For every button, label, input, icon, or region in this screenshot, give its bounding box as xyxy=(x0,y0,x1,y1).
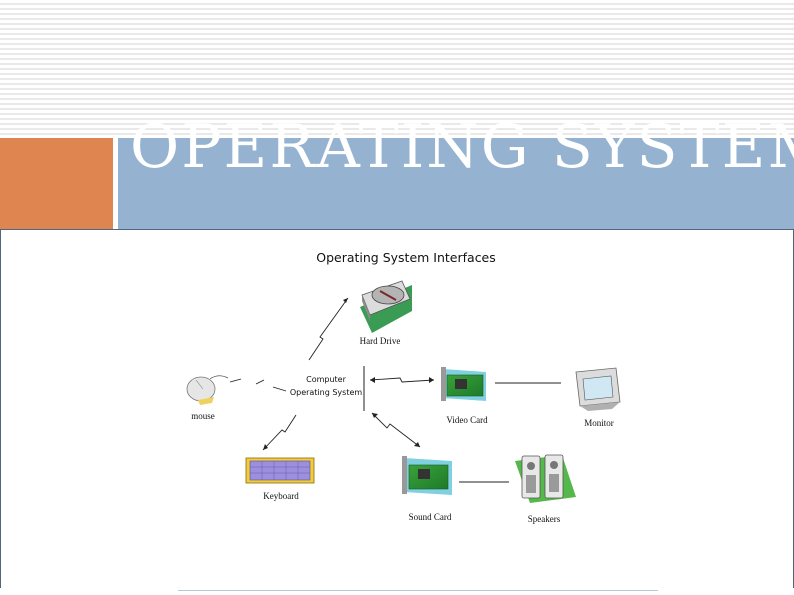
os-interfaces-diagram: Operating System Interfaces Computer Ope… xyxy=(186,250,621,524)
keyboard-icon xyxy=(245,457,315,484)
connector-video-card xyxy=(369,377,435,383)
monitor-label: Monitor xyxy=(584,418,614,428)
connector-lines xyxy=(229,297,561,483)
sound-card-icon xyxy=(402,456,452,495)
title-band xyxy=(118,138,794,230)
connector-arrowheads xyxy=(263,298,434,450)
slide-title: OPERATING SYSTEM xyxy=(130,112,794,182)
monitor-icon xyxy=(575,367,621,411)
connector-keyboard xyxy=(262,414,297,451)
diagram-title: Operating System Interfaces xyxy=(316,250,496,265)
center-label-line1: Computer xyxy=(306,375,346,384)
connector-sound-card xyxy=(371,412,421,448)
hard-drive-label: Hard Drive xyxy=(360,336,401,346)
connector-mouse-b xyxy=(255,379,265,385)
center-label-line2: Operating System xyxy=(290,388,363,397)
connector-mouse-c xyxy=(272,386,287,392)
sound-card-label: Sound Card xyxy=(409,512,452,522)
accent-block xyxy=(0,138,113,230)
speakers-label: Speakers xyxy=(528,514,561,524)
frame-bottom-strip xyxy=(0,588,794,595)
header-stripes xyxy=(0,0,794,136)
bottom-rule xyxy=(178,590,658,591)
video-card-icon xyxy=(441,367,486,401)
video-card-label: Video Card xyxy=(446,415,488,425)
connector-hard-drive xyxy=(308,297,349,361)
connector-mouse-a xyxy=(229,378,242,383)
title-clip: OPERATING SYSTEM xyxy=(118,0,794,230)
keyboard-label: Keyboard xyxy=(263,491,299,501)
speakers-icon xyxy=(515,454,576,503)
hard-drive-icon xyxy=(360,280,412,333)
mouse-label: mouse xyxy=(191,411,215,421)
mouse-icon xyxy=(186,375,229,405)
